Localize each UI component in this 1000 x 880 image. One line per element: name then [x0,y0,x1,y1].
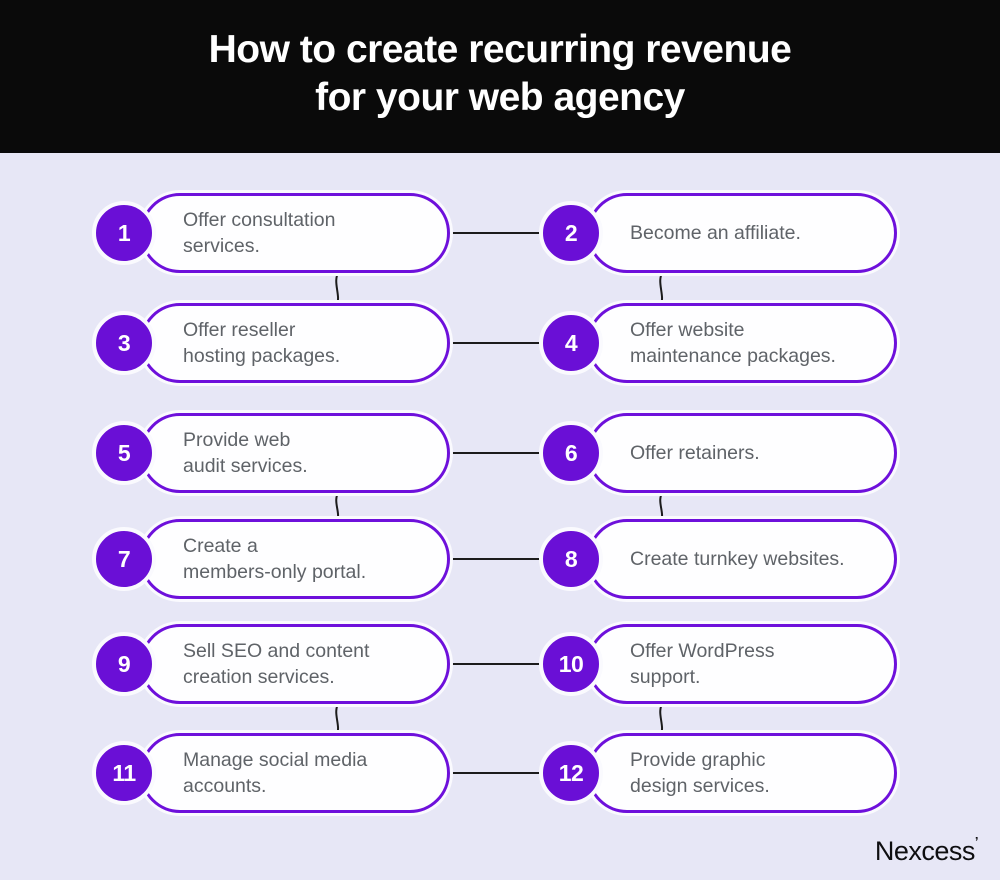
step-number-badge: 10 [539,632,603,696]
step-pill-11: 11 Manage social media accounts. [92,733,450,813]
step-number-badge: 2 [539,201,603,265]
step-number-badge: 11 [92,741,156,805]
step-label: Provide web audit services. [183,429,308,477]
step-number: 8 [564,545,578,572]
step-number: 7 [117,545,131,572]
step-pill-8: 8 Create turnkey websites. [539,519,897,599]
step-number-badge: 8 [539,527,603,591]
step-number-badge: 1 [92,201,156,265]
step-number: 10 [558,650,584,677]
step-pill-9: 9 Sell SEO and content creation services… [92,624,450,704]
step-pill-10: 10 Offer WordPress support. [539,624,897,704]
trademark-tick-icon: ’ [974,834,979,849]
step-number-badge: 12 [539,741,603,805]
step-number-badge: 9 [92,632,156,696]
step-label: Sell SEO and content creation services. [183,640,370,688]
step-pill-4: 4 Offer website maintenance packages. [539,303,897,383]
connector-6-8 [659,490,664,523]
step-label: Offer consultation services. [183,209,336,257]
connector-2-4 [659,270,664,307]
step-label: Offer website maintenance packages. [630,319,836,367]
step-number: 4 [564,329,578,356]
step-label: Become an affiliate. [630,222,801,244]
step-pill-2: 2 Become an affiliate. [539,193,897,273]
step-label: Offer retainers. [630,442,760,464]
step-pill-1: 1 Offer consultation services. [92,193,450,273]
step-number-badge: 6 [539,421,603,485]
step-pill-5: 5 Provide web audit services. [92,413,450,493]
connector-1-3 [335,270,340,307]
step-pill-12: 12 Provide graphic design services. [539,733,897,813]
step-number-badge: 5 [92,421,156,485]
connector-10-12 [659,701,664,737]
step-number: 3 [117,329,131,356]
step-pill-3: 3 Offer reseller hosting packages. [92,303,450,383]
step-number-badge: 3 [92,311,156,375]
step-pill-6: 6 Offer retainers. [539,413,897,493]
step-label: Offer WordPress support. [630,640,775,688]
step-label: Offer reseller hosting packages. [183,319,341,367]
step-label: Create turnkey websites. [630,548,845,570]
step-number: 9 [117,650,131,677]
step-number-badge: 4 [539,311,603,375]
page-title-line-1: How to create recurring revenue [208,28,792,71]
step-label: Manage social media accounts. [183,749,368,797]
step-number-badge: 7 [92,527,156,591]
header-banner: How to create recurring revenue for your… [0,0,1000,153]
brand-name: Nexcess [874,836,976,866]
step-label: Create a members-only portal. [183,535,367,583]
page-title: How to create recurring revenue for your… [0,0,1000,122]
connector-9-11 [335,701,340,737]
step-number: 12 [558,759,584,786]
step-number: 6 [564,439,578,466]
step-label: Provide graphic design services. [630,749,770,797]
step-number: 5 [117,439,131,466]
step-number: 2 [564,219,578,246]
page-title-line-2: for your web agency [315,76,685,119]
step-number: 11 [112,759,136,786]
brand-logo: Nexcess’ [874,834,979,867]
connector-5-7 [335,490,340,523]
step-number: 1 [117,219,131,246]
step-pill-7: 7 Create a members-only portal. [92,519,450,599]
